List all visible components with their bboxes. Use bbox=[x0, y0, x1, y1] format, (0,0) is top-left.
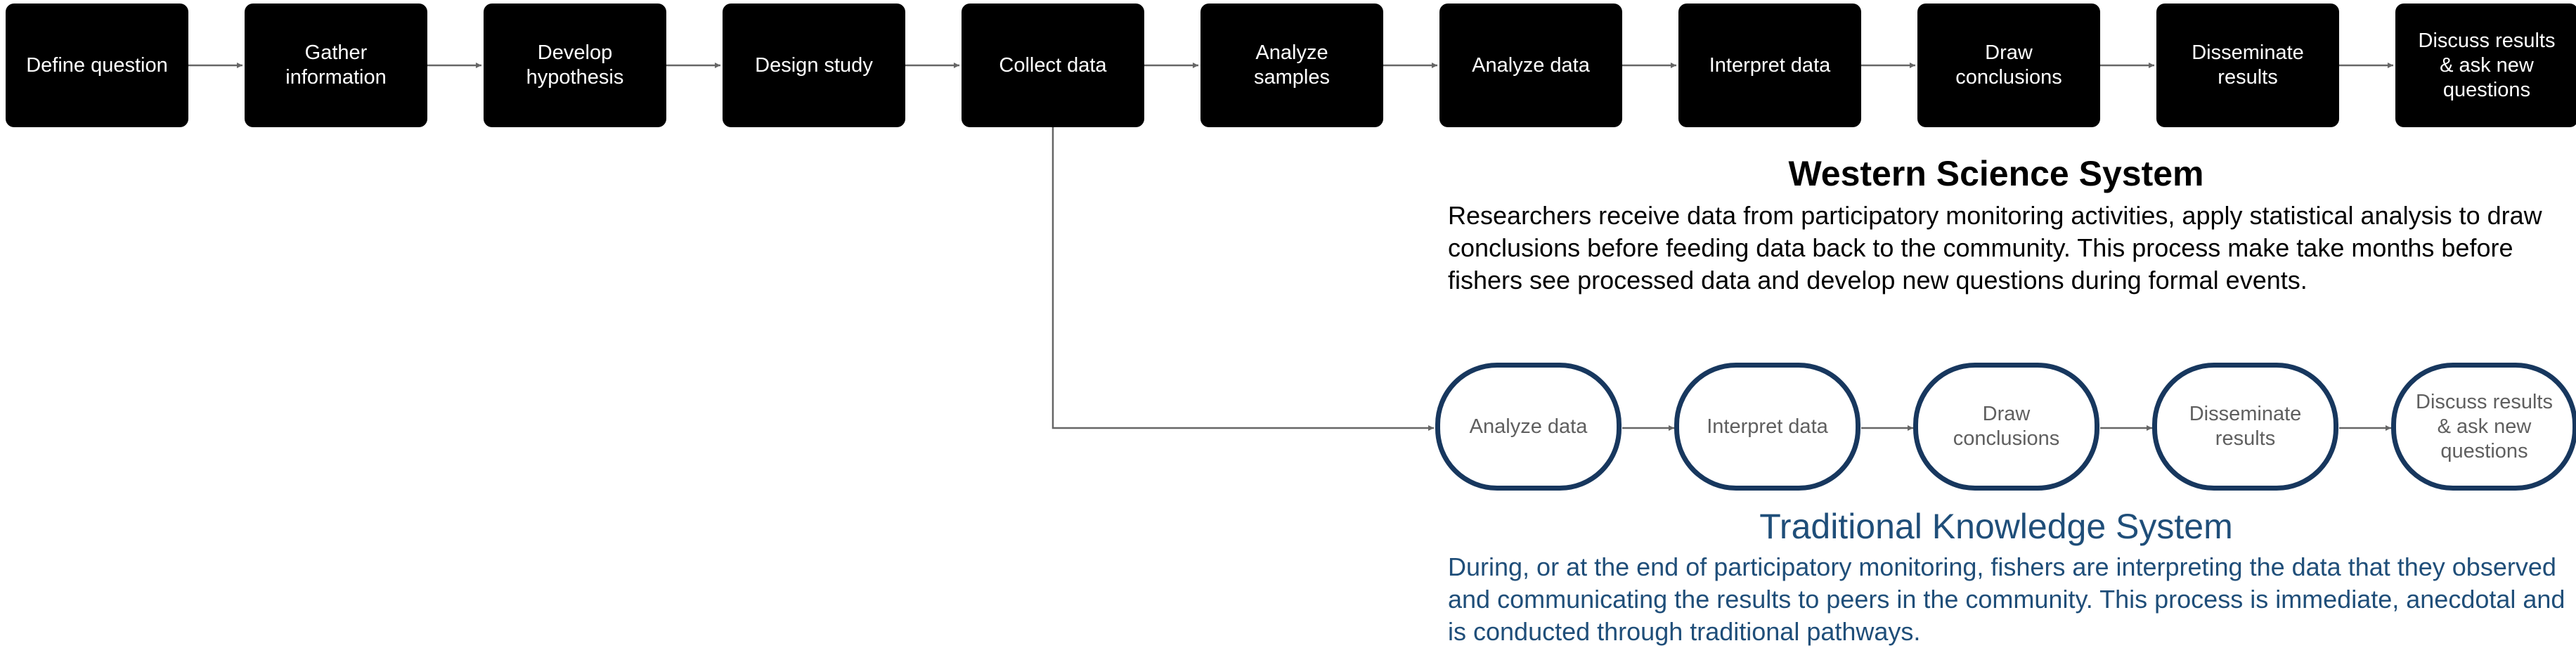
step-collect-data: Collect data bbox=[962, 4, 1144, 127]
trad-step-draw-conclusions: Draw conclusions bbox=[1913, 363, 2099, 491]
trad-step-interpret-data: Interpret data bbox=[1674, 363, 1860, 491]
step-analyze-data: Analyze data bbox=[1439, 4, 1622, 127]
trad-step-discuss-results: Discuss results & ask new questions bbox=[2391, 363, 2576, 491]
step-discuss-results: Discuss results & ask new questions bbox=[2395, 4, 2576, 127]
step-design-study: Design study bbox=[723, 4, 905, 127]
traditional-knowledge-description: During, or at the end of participatory m… bbox=[1448, 552, 2565, 646]
branch-connector bbox=[1051, 127, 1434, 431]
step-gather-information: Gather information bbox=[245, 4, 427, 127]
step-draw-conclusions: Draw conclusions bbox=[1917, 4, 2100, 127]
traditional-knowledge-title: Traditional Knowledge System bbox=[1759, 507, 2233, 546]
trad-step-disseminate-results: Disseminate results bbox=[2152, 363, 2338, 491]
step-interpret-data: Interpret data bbox=[1678, 4, 1861, 127]
step-analyze-samples: Analyze samples bbox=[1200, 4, 1383, 127]
western-science-title: Western Science System bbox=[1788, 154, 2204, 193]
step-develop-hypothesis: Develop hypothesis bbox=[484, 4, 666, 127]
step-define-question: Define question bbox=[6, 4, 188, 127]
trad-step-analyze-data: Analyze data bbox=[1435, 363, 1622, 491]
step-disseminate-results: Disseminate results bbox=[2156, 4, 2339, 127]
western-science-description: Researchers receive data from participat… bbox=[1448, 201, 2542, 294]
